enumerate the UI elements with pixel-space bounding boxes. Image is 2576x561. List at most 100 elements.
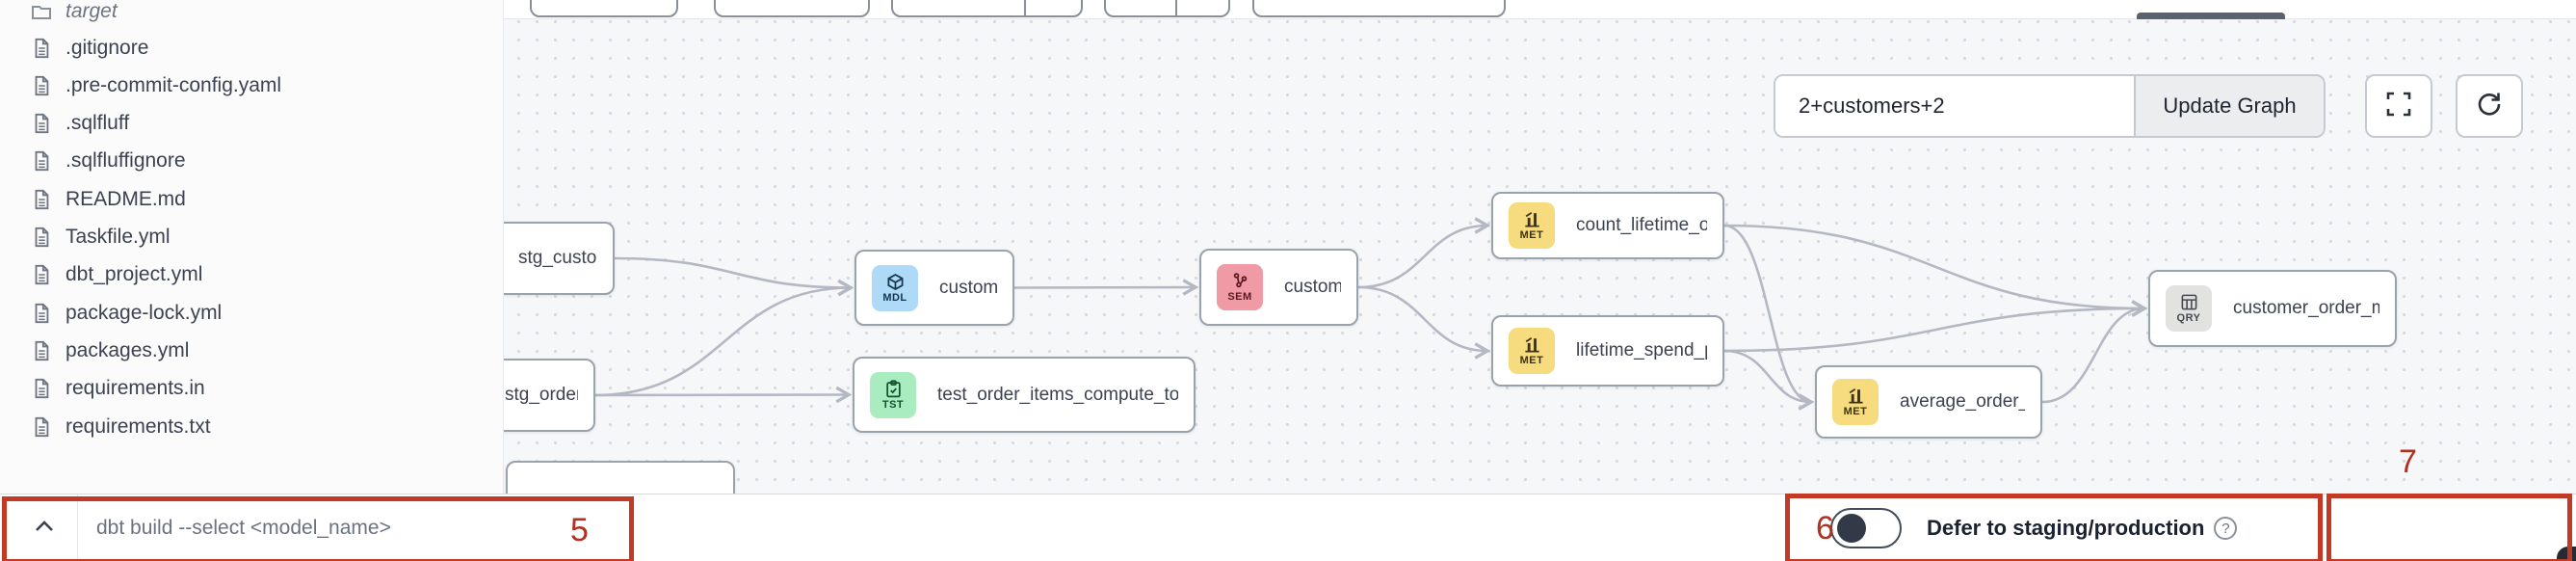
sidebar-file--sqlfluff[interactable]: .sqlfluff <box>0 105 503 143</box>
corner-overlay <box>2557 547 2576 561</box>
file-explorer-sidebar: target .gitignore .pre-commit-config.yaml.… <box>0 0 504 494</box>
file-icon <box>29 225 54 250</box>
semantic-model-icon: SEM <box>1217 264 1263 310</box>
refresh-icon <box>2476 91 2503 122</box>
sidebar-folder-target[interactable]: target <box>0 0 503 30</box>
node-type-label: TST <box>881 398 905 411</box>
metric-chart-icon: MET <box>1509 328 1555 374</box>
node-label: customers <box>1284 277 1341 297</box>
sidebar-file-package-lock-yml[interactable]: package-lock.yml <box>0 294 503 332</box>
graph-node-customers_semantic[interactable]: SEM customers <box>1199 249 1358 326</box>
fullscreen-icon <box>2386 92 2411 121</box>
file-label: .gitignore <box>66 36 149 59</box>
folder-icon <box>29 0 54 24</box>
graph-node-lifetime_spend_pretax[interactable]: MET lifetime_spend_pretax <box>1491 315 1724 387</box>
graph-node-customers_model[interactable]: MDL customers <box>854 250 1014 326</box>
node-label: stg_orders <box>505 385 578 405</box>
metric-chart-icon: MET <box>1832 379 1879 425</box>
edge-count_lifetime_orders-to-customer_order_metrics <box>1723 224 2148 317</box>
graph-node-count_lifetime_orders[interactable]: MET count_lifetime_orders <box>1491 192 1724 259</box>
graph-controls: Update Graph <box>1774 74 2523 138</box>
graph-node-test_order_items[interactable]: TST test_order_items_compute_to_bools... <box>853 357 1196 433</box>
file-icon <box>29 111 54 136</box>
edge-customers_semantic-to-lifetime_spend_pretax <box>1357 285 1491 360</box>
edge-customers_model-to-customers_semantic <box>1013 279 1199 296</box>
status-bar: Defer to staging/production ? Ready ••• <box>0 494 2576 561</box>
sidebar-file--pre-commit-config-yaml[interactable]: .pre-commit-config.yaml <box>0 67 503 104</box>
help-icon[interactable]: ? <box>2214 517 2238 540</box>
graph-selector-input[interactable] <box>1775 76 2134 136</box>
collapse-panel-button[interactable] <box>27 512 62 545</box>
file-icon <box>29 148 54 174</box>
node-type-label: SEM <box>1227 291 1252 303</box>
edge-stg_customers-to-customers_model <box>614 256 854 297</box>
sidebar-file-taskfile-yml[interactable]: Taskfile.yml <box>0 219 503 256</box>
sidebar-file--sqlfluffignore[interactable]: .sqlfluffignore <box>0 143 503 180</box>
statusbar-divider <box>77 494 78 561</box>
active-tab-indicator <box>2137 13 2285 19</box>
saved-query-icon: QRY <box>2166 285 2212 332</box>
node-label: test_order_items_compute_to_bools... <box>937 384 1178 405</box>
file-label: package-lock.yml <box>66 301 223 324</box>
file-label: .sqlfluffignore <box>66 149 186 173</box>
metric-chart-icon: MET <box>1509 202 1555 249</box>
file-label: requirements.txt <box>66 414 211 438</box>
clipboard-check-icon: TST <box>870 371 916 418</box>
edge-stg_orders-to-test_order_items <box>594 386 853 404</box>
defer-control: Defer to staging/production ? <box>1830 494 2238 561</box>
chevron-up-icon <box>33 519 56 539</box>
file-label: README.md <box>66 187 186 210</box>
edge-average_order_value-to-customer_order_metrics <box>2041 300 2148 404</box>
sidebar-file-packages-yml[interactable]: packages.yml <box>0 332 503 369</box>
edge-count_lifetime_orders-to-average_order_value <box>1723 224 1815 411</box>
node-type-label: MET <box>1519 355 1544 366</box>
file-label: packages.yml <box>66 338 190 361</box>
defer-label: Defer to staging/production <box>1927 516 2205 540</box>
file-label: Taskfile.yml <box>66 226 171 248</box>
sidebar-file-requirements-txt[interactable]: requirements.txt <box>0 408 503 445</box>
file-icon <box>29 36 54 61</box>
node-label: lifetime_spend_pretax <box>1576 340 1707 361</box>
file-icon <box>29 301 54 326</box>
file-label: target <box>66 0 118 22</box>
defer-toggle[interactable] <box>1830 508 1902 548</box>
selector-group: Update Graph <box>1774 74 2326 138</box>
edge-lifetime_spend_pretax-to-customer_order_metrics <box>1723 300 2148 353</box>
toolbar-button-cutoff[interactable] <box>1104 0 1230 17</box>
file-label: dbt_project.yml <box>66 263 203 286</box>
toolbar-button-cutoff[interactable] <box>530 0 678 17</box>
dbt-command-input[interactable] <box>96 506 597 550</box>
lineage-toolbar-strip <box>504 0 2576 19</box>
toolbar-button-cutoff[interactable] <box>714 0 870 17</box>
node-label: stg_customers <box>518 248 597 268</box>
cube-icon: MDL <box>872 264 918 311</box>
refresh-button[interactable] <box>2456 74 2523 138</box>
node-type-label: MET <box>1519 229 1544 241</box>
file-icon <box>29 338 54 363</box>
node-label: customers <box>939 277 997 298</box>
edge-customers_semantic-to-count_lifetime_orders <box>1357 217 1491 289</box>
toolbar-button-cutoff[interactable] <box>1252 0 1506 17</box>
node-label: average_order_value <box>1900 391 2025 412</box>
file-icon <box>29 73 54 98</box>
node-label: count_lifetime_orders <box>1576 215 1707 235</box>
file-icon <box>29 187 54 212</box>
file-icon <box>29 414 54 440</box>
toolbar-button-cutoff[interactable] <box>891 0 1083 17</box>
sidebar-file-readme-md[interactable]: README.md <box>0 180 503 218</box>
node-type-label: MET <box>1843 406 1868 417</box>
sidebar-file-requirements-in[interactable]: requirements.in <box>0 370 503 408</box>
file-label: .sqlfluff <box>66 112 130 135</box>
update-graph-button[interactable]: Update Graph <box>2134 76 2324 136</box>
fullscreen-button[interactable] <box>2365 74 2432 138</box>
sidebar-file--gitignore[interactable]: .gitignore <box>0 29 503 67</box>
sidebar-file-dbt-project-yml[interactable]: dbt_project.yml <box>0 256 503 294</box>
edge-lifetime_spend_pretax-to-average_order_value <box>1723 349 1815 411</box>
node-type-label: MDL <box>882 291 907 304</box>
toolbar-button-divider <box>1024 0 1026 15</box>
graph-node-average_order_value[interactable]: MET average_order_value <box>1815 365 2042 439</box>
file-label: .pre-commit-config.yaml <box>66 73 282 96</box>
toggle-knob <box>1837 514 1866 543</box>
edge-stg_orders-to-customers_model <box>594 279 854 397</box>
